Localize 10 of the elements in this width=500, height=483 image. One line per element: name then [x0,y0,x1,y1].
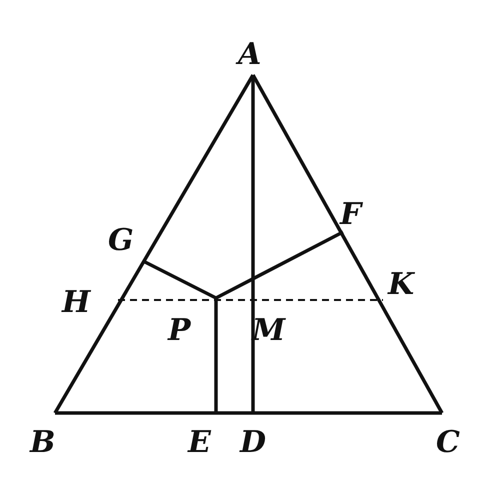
point-label: B [30,428,56,458]
point-label: C [436,428,460,458]
point-label: A [238,40,262,70]
point-label: D [240,428,266,458]
point-label: H [62,288,90,318]
point-label: K [388,270,414,300]
point-label: E [188,428,211,458]
point-label: G [108,226,134,256]
point-label: P [168,316,191,346]
point-label: F [340,200,362,230]
